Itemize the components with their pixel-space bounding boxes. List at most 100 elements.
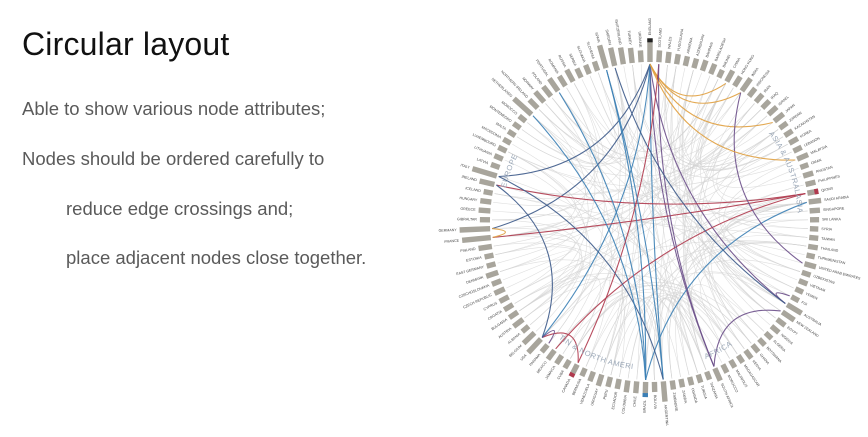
- node-bar-japan: [772, 111, 786, 124]
- highlighted-edges: [491, 63, 807, 381]
- node-label-thailand: THAILAND: [820, 246, 839, 253]
- node-label-venezuela: VENEZUELA: [579, 383, 591, 405]
- node-bar-turkmenistan: [805, 252, 816, 260]
- node-bar-oman: [799, 162, 810, 171]
- background-edge: [545, 103, 786, 304]
- node-bar-scotland: [656, 50, 663, 63]
- node-bar-east-germany: [486, 261, 497, 269]
- node-bar-montenegro: [511, 121, 522, 131]
- node-label-bolivia: BOLIVIA: [653, 395, 657, 410]
- background-edge: [541, 83, 727, 338]
- node-bar-saudi-arabia: [808, 197, 822, 205]
- node-bar-kenya: [743, 348, 754, 360]
- node-label-malta: MALTA: [495, 122, 507, 132]
- node-bar-brunei: [716, 68, 725, 79]
- node-label-italy: ITALY: [460, 163, 471, 170]
- node-bar-iran: [753, 92, 765, 104]
- node-label-croatia: CROATIA: [487, 309, 503, 321]
- node-bar-algeria: [763, 330, 774, 341]
- node-label-uganda: UGANDA: [691, 388, 699, 404]
- background-edge: [512, 144, 715, 367]
- edge-brazil-portugal: [558, 92, 647, 380]
- node-bar-venezuela: [587, 370, 596, 383]
- background-edge: [665, 64, 798, 281]
- node-bar-vietnam: [797, 278, 809, 287]
- node-label-bahrain: BAHRAIN: [705, 41, 714, 58]
- node-label-mexico: MEXICO: [536, 360, 548, 374]
- node-bar-england: [647, 38, 653, 62]
- node-label-slovakia: SLOVAKIA: [576, 45, 587, 63]
- node-bar-malaysia: [796, 152, 810, 162]
- node-label-saudi-arabia: SAUDI ARABIA: [824, 195, 850, 202]
- edge-england-japan: [649, 63, 773, 128]
- background-edge: [581, 79, 786, 304]
- node-bar-france: [461, 234, 492, 244]
- node-label-japan: JAPAN: [785, 103, 797, 113]
- edge-england-argentina: [649, 63, 664, 380]
- node-label-tunisia: TUNISIA: [700, 385, 708, 400]
- edge-ireland-usa: [496, 184, 553, 338]
- node-bar-sri-lanka: [809, 216, 820, 223]
- background-edge: [623, 66, 781, 312]
- node-bar-hong-kong: [732, 75, 743, 88]
- node-bar-hungary: [479, 197, 492, 205]
- node-bar-united-arab-emirates: [803, 261, 817, 270]
- background-edge: [649, 63, 784, 167]
- node-bar-poland: [541, 84, 554, 98]
- node-label-jordan: JORDAN: [788, 111, 803, 123]
- node-label-jamaica: JAMAICA: [545, 364, 557, 380]
- node-bar-turkey: [627, 47, 635, 64]
- node-bar-bulgaria: [507, 309, 520, 320]
- node-label-fiji: FIJI: [801, 300, 808, 306]
- node-label-singapore: SINGAPORE: [823, 206, 845, 212]
- edge-qatar-mexico: [555, 193, 806, 350]
- node-label-israel: ISRAEL: [778, 95, 790, 107]
- node-bar-jordan: [778, 120, 789, 131]
- background-edge: [598, 72, 794, 289]
- node-accent-england: [647, 38, 653, 43]
- node-bar-zimbabwe: [669, 380, 677, 390]
- node-bar-uzbekistan: [801, 269, 812, 278]
- background-edge: [681, 70, 771, 326]
- background-edge: [627, 294, 730, 379]
- node-bar-gibraltar: [479, 216, 491, 223]
- background-edge: [602, 297, 698, 373]
- background-edge: [508, 151, 792, 188]
- node-bar-russia: [564, 68, 576, 83]
- slide-title: Circular layout: [22, 26, 230, 62]
- node-bar-uganda: [687, 376, 695, 386]
- node-bar-morocco: [720, 363, 730, 374]
- background-edge: [495, 109, 586, 255]
- node-bar-ireland: [478, 178, 496, 188]
- node-bar-new-zealand: [780, 309, 796, 323]
- node-label-armenia: ARMENIA: [686, 36, 694, 53]
- node-bar-usa: [526, 337, 543, 355]
- node-bar-taiwan: [808, 234, 819, 242]
- background-edge: [716, 260, 794, 319]
- node-label-russia: RUSSIA: [557, 54, 567, 68]
- node-bar-jamaica: [554, 354, 565, 366]
- node-label-morocco: MOROCCO: [727, 374, 739, 393]
- node-bar-bahrain: [699, 59, 709, 72]
- node-label-sri-lanka: SRI LANKA: [822, 217, 841, 221]
- node-bar-latvia: [490, 161, 501, 171]
- node-label-lithuania: LITHUANIA: [474, 145, 493, 156]
- node-label-tanzania: TANZANIA: [709, 382, 719, 400]
- node-bar-serbia: [574, 67, 584, 79]
- node-label-belgium: BELGIUM: [508, 344, 522, 358]
- node-bar-greece: [478, 207, 491, 214]
- bullet-node-attributes: Able to show various node attributes;: [22, 98, 326, 119]
- node-bar-macedonia: [502, 136, 513, 146]
- node-bar-azerbaijan: [691, 57, 700, 69]
- node-bar-bermuda: [579, 367, 588, 378]
- background-edge: [551, 97, 808, 229]
- node-bar-kazakhstan: [783, 128, 794, 138]
- node-bar-bangladesh: [708, 62, 718, 76]
- node-label-albania: ALBANIA: [507, 332, 522, 345]
- node-label-switzerland: SWITZERLAND: [614, 19, 622, 45]
- background-edge: [659, 70, 694, 380]
- node-bar-cyprus: [498, 294, 510, 304]
- node-bar-singapore: [809, 207, 821, 214]
- node-bar-czech-republic: [493, 286, 506, 296]
- node-label-india: INDIA: [751, 67, 760, 78]
